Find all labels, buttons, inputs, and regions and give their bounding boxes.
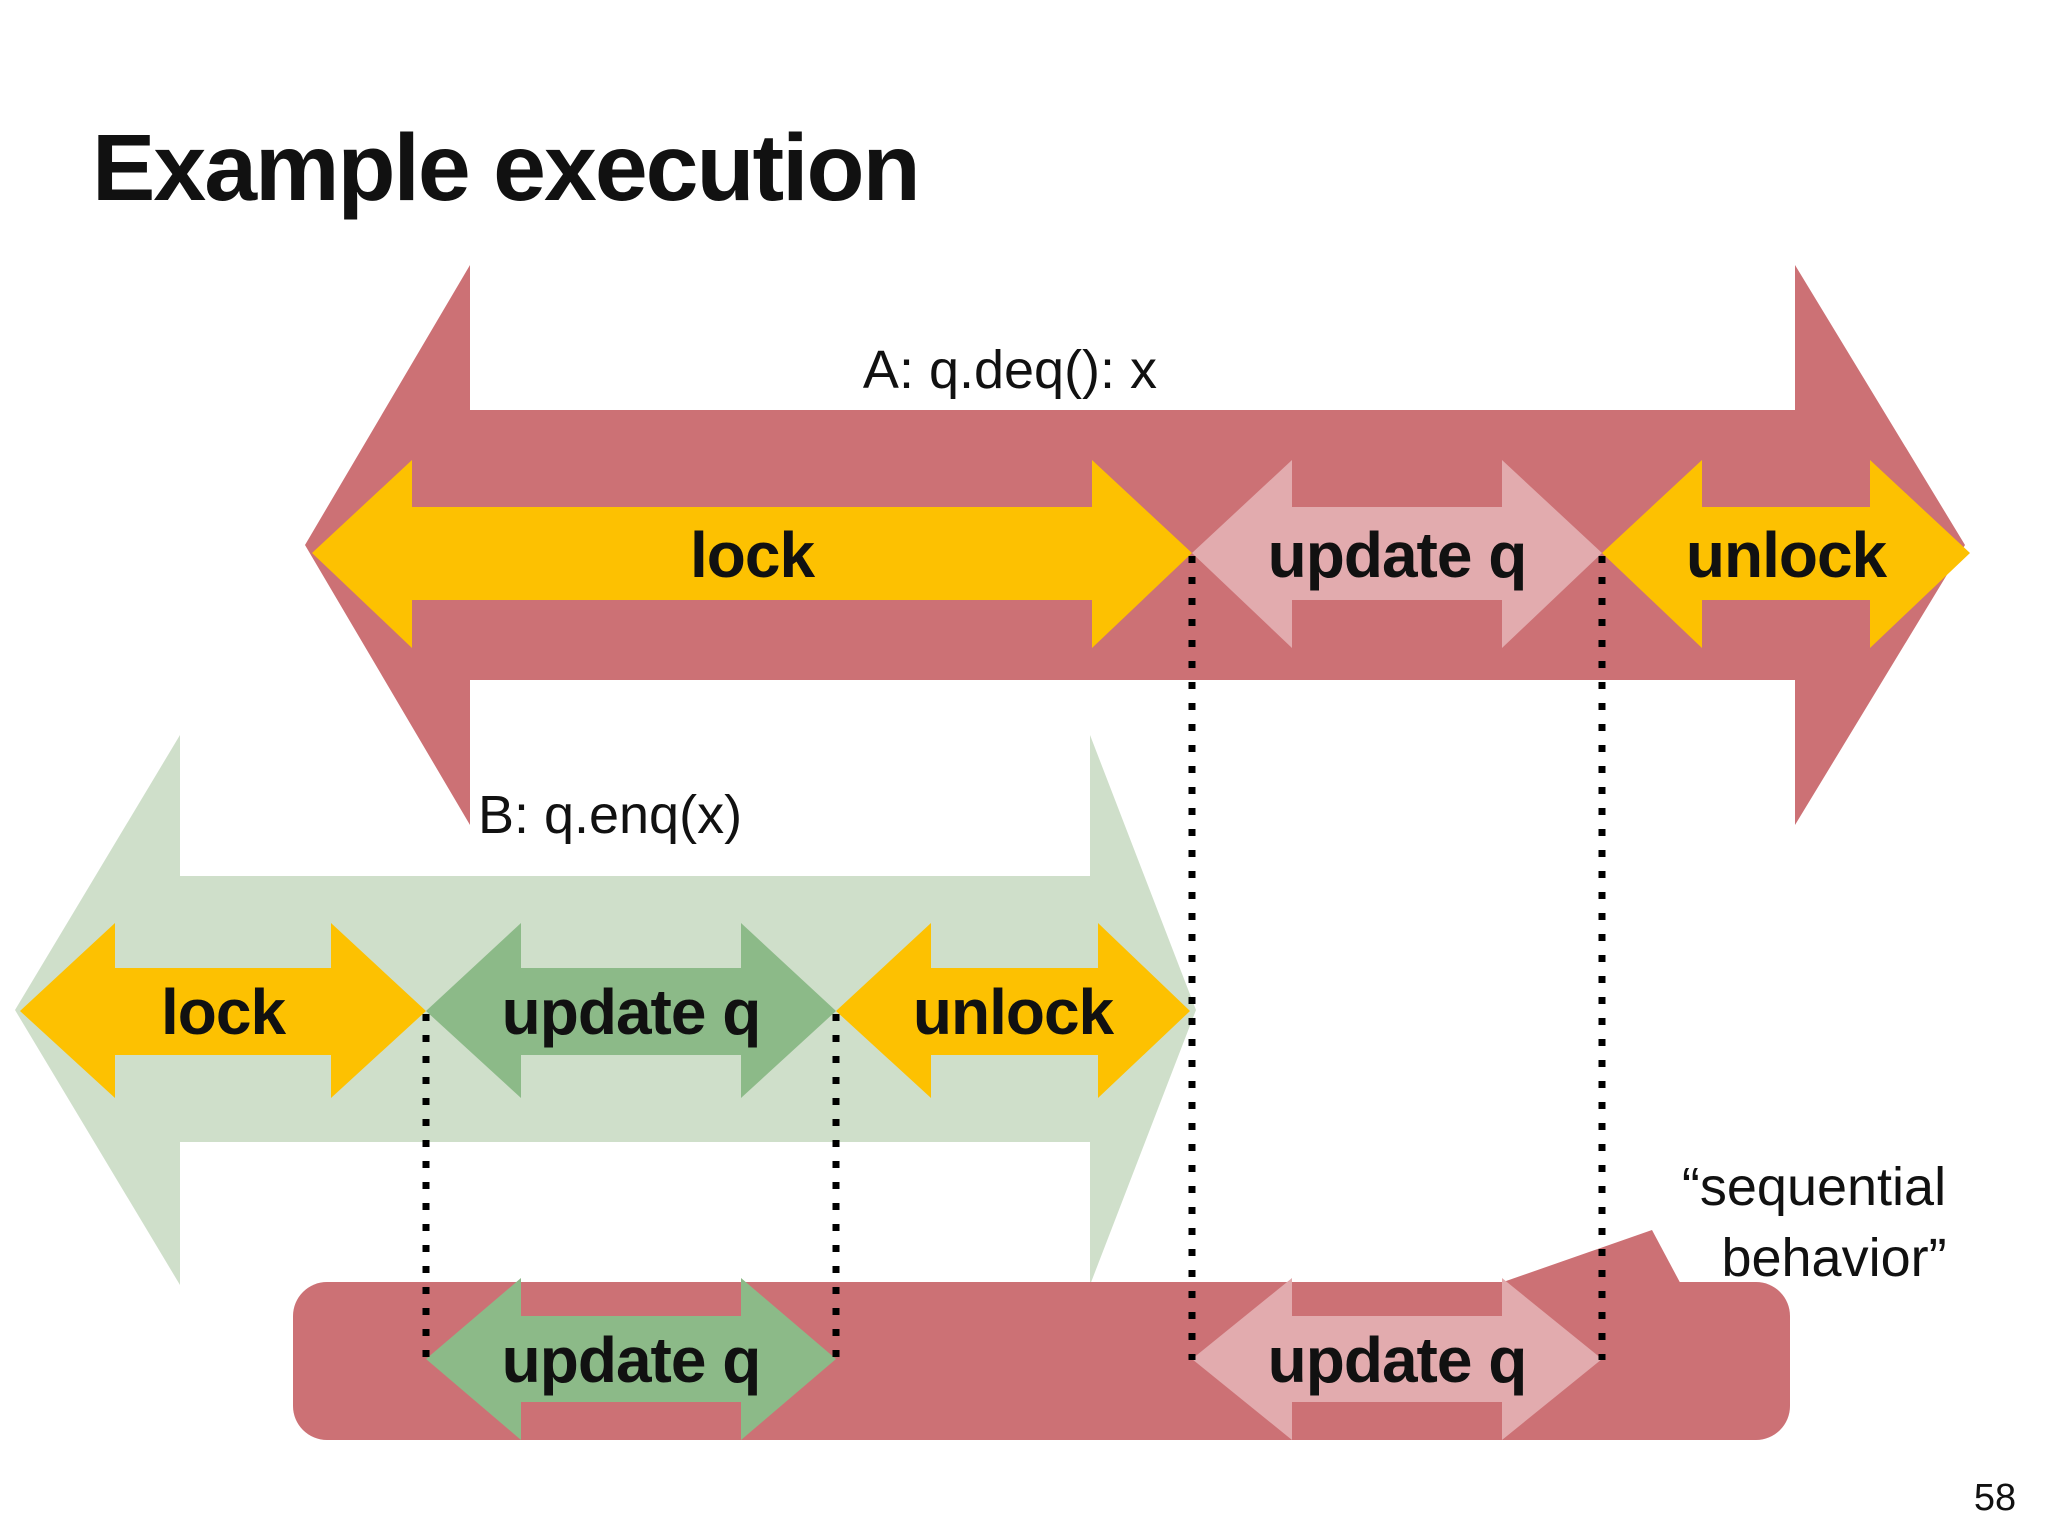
thread-b-lock-label: lock [161, 976, 286, 1048]
thread-b-update-label: update q [502, 976, 761, 1048]
sequential-behavior-callout: “sequential behavior” [1682, 1157, 1947, 1288]
thread-a-execution: A: q.deq(): x lock update q unlock [305, 265, 1970, 825]
bar-update-b-arrow [426, 1278, 836, 1440]
alignment-guides [422, 556, 1606, 1360]
sequential-behavior-bar: update q update q [293, 1230, 1790, 1440]
thread-a-update-arrow [1192, 460, 1602, 648]
page-number: 58 [1974, 1477, 2016, 1519]
thread-a-lock-label: lock [690, 519, 815, 591]
page-title: Example execution [92, 115, 919, 221]
thread-b-unlock-label: unlock [913, 976, 1115, 1048]
callout-line2: behavior” [1721, 1228, 1946, 1288]
bar-update-a-arrow [1192, 1278, 1602, 1440]
bar-update-a-label: update q [1268, 1324, 1527, 1396]
callout-line1: “sequential [1682, 1157, 1946, 1217]
thread-a-update-label: update q [1268, 519, 1527, 591]
thread-b-update-arrow [426, 923, 836, 1098]
thread-a-unlock-label: unlock [1686, 519, 1888, 591]
bar-update-b-label: update q [502, 1324, 761, 1396]
thread-b-execution: B: q.enq(x) lock update q unlock [15, 735, 1196, 1285]
thread-a-unlock-arrow [1602, 460, 1970, 648]
thread-b-label: B: q.enq(x) [478, 785, 742, 845]
thread-b-unlock-arrow [836, 923, 1190, 1098]
thread-a-lock-arrow [312, 460, 1192, 648]
thread-a-label: A: q.deq(): x [863, 340, 1157, 400]
thread-b-lock-arrow [20, 923, 426, 1098]
